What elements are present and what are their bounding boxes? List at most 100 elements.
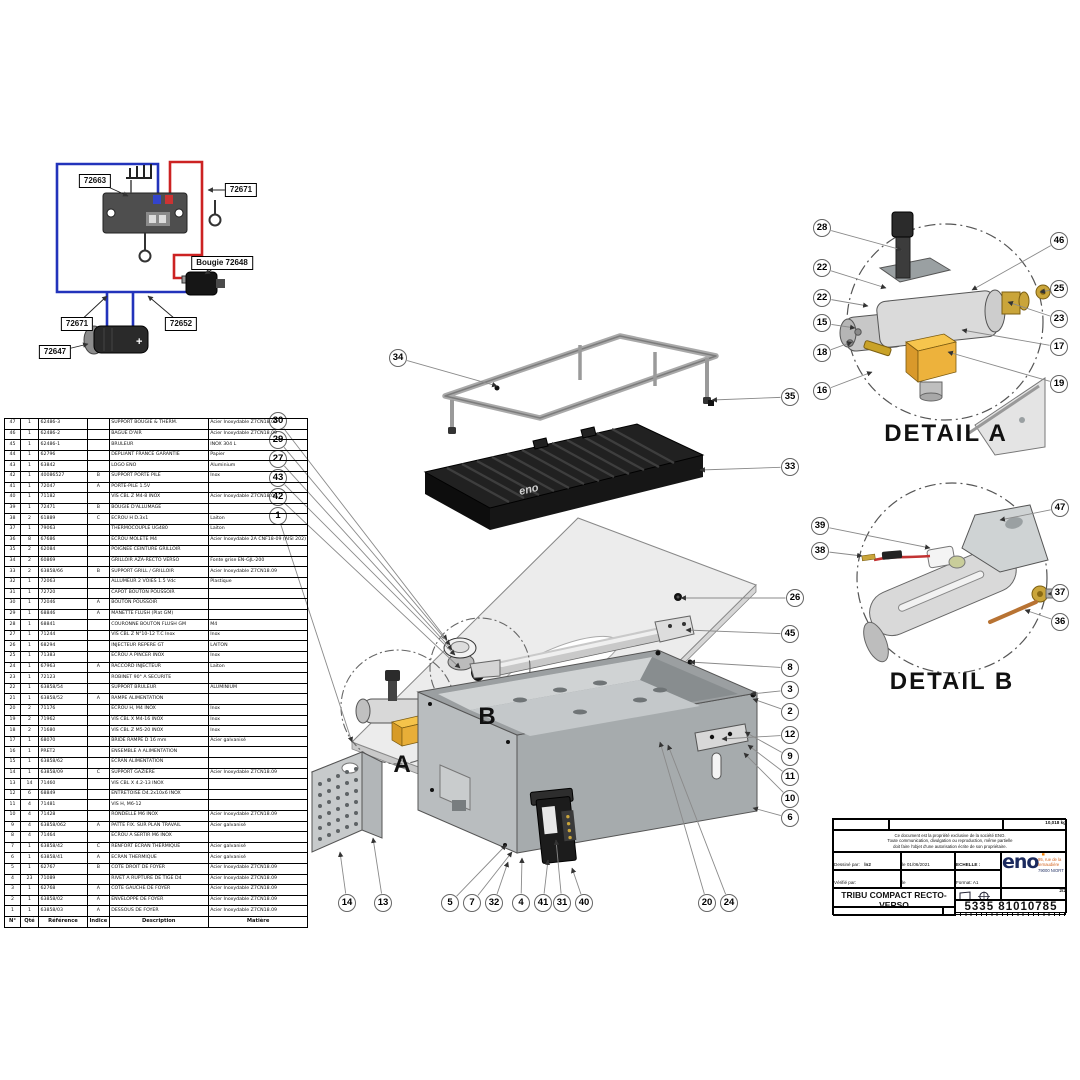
stand-frame — [442, 333, 719, 434]
parts-cell: VIS CBL Z M4-8 INOX — [108, 492, 209, 504]
parts-cell: 4 — [20, 809, 39, 822]
parts-cell: 1 — [20, 470, 39, 483]
parts-cell: Inox — [207, 651, 309, 663]
igniter-module — [529, 787, 577, 864]
parts-cell: GRILLOIR AZA-RECTO VERSO — [108, 555, 209, 568]
parts-cell: 38 — [4, 513, 21, 525]
parts-cell: 1 — [20, 576, 39, 589]
parts-cell: ENVELOPPE DE FOYER — [108, 894, 209, 907]
wiring-label-72647: 72647 — [38, 345, 72, 359]
parts-cell: A — [87, 894, 110, 907]
parts-cell — [207, 598, 309, 610]
parts-cell: 23 — [4, 672, 21, 684]
detail-a-caption: DETAIL A — [884, 420, 1008, 447]
parts-cell: BRIDE RAMPE D 16 mm — [108, 735, 209, 748]
parts-cell: 26 — [4, 640, 21, 653]
parts-cell: 24 — [4, 661, 21, 674]
parts-cell — [87, 651, 110, 663]
parts-cell: COTE DROIT DE FOYER — [108, 862, 209, 875]
callout-16: 16 — [813, 382, 831, 400]
parts-cell: 6 — [20, 788, 39, 801]
parts-cell: Acier Inoxydable 2A CNF18-09 (AISI 202) — [207, 534, 309, 547]
parts-cell: 2 — [20, 545, 39, 557]
parts-cell — [207, 502, 309, 515]
parts-cell: INOX 304 L — [207, 439, 309, 451]
parts-cell: 1 — [20, 523, 39, 536]
parts-cell: ENSEMBLE A ALIMENTATION — [108, 746, 209, 758]
parts-cell: 1 — [20, 841, 39, 854]
callout-17: 17 — [1050, 338, 1068, 356]
parts-cell: 60869 — [38, 555, 88, 568]
parts-cell: Acier galvanisé — [207, 841, 309, 854]
parts-cell: CAPOT BOUTON POUSSOIR — [108, 587, 209, 600]
parts-cell — [87, 788, 110, 801]
parts-cell — [207, 545, 309, 557]
callout-14: 14 — [338, 894, 356, 912]
parts-cell — [87, 428, 110, 441]
parts-cell: 2 — [20, 513, 39, 525]
callout-10: 10 — [781, 790, 799, 808]
parts-cell: A — [87, 852, 110, 864]
callout-15: 15 — [813, 314, 831, 332]
parts-cell: PRET2 — [38, 746, 88, 758]
parts-cell: 4 — [20, 820, 39, 833]
parts-cell: VIS H, M6-12 — [108, 799, 209, 811]
parts-cell: 1 — [20, 492, 39, 504]
parts-cell: 47 — [4, 418, 21, 430]
drawn-date: le 01/06/2021 — [902, 862, 930, 867]
callout-32: 32 — [485, 894, 503, 912]
parts-cell: 14 — [20, 778, 39, 790]
parts-cell: SUPPORT BOUGIE & THERM. — [108, 418, 209, 430]
parts-cell: VIS CBL Z M5-20 INOX — [108, 725, 209, 737]
parts-header-cell: N° — [4, 915, 21, 928]
parts-cell: 63858/03 — [38, 905, 88, 917]
callout-6: 6 — [781, 809, 799, 827]
ruler-ticks — [955, 913, 1067, 916]
company-address: 95, rue de la ternaudière 79000 NIORT — [1038, 857, 1064, 873]
parts-cell: ECROU A SERTIR M6 INOX — [108, 831, 209, 843]
parts-cell — [87, 809, 110, 822]
scale-label: ECHELLE : — [956, 862, 981, 867]
parts-cell: 63858/42 — [38, 841, 88, 854]
parts-cell: A — [87, 661, 110, 674]
parts-cell: 63858/09 — [38, 767, 88, 780]
parts-cell: 63858/52 — [38, 693, 88, 706]
callout-26: 26 — [786, 589, 804, 607]
parts-cell: 13 — [4, 778, 21, 790]
parts-cell: 40 — [4, 492, 21, 504]
parts-cell: 8 — [20, 534, 39, 547]
parts-cell: M4 — [207, 619, 309, 631]
parts-cell: RACCORD INJECTEUR — [108, 661, 209, 674]
callout-35: 35 — [781, 388, 799, 406]
parts-cell: 4 — [20, 831, 39, 843]
parts-cell: 25 — [4, 651, 21, 663]
parts-cell: 9 — [4, 820, 21, 833]
parts-cell: 62486-1 — [38, 439, 88, 451]
parts-cell — [207, 746, 309, 758]
parts-cell: THERMOCOUPLE UG480 — [108, 523, 209, 536]
parts-cell — [87, 873, 110, 886]
parts-cell: 68841 — [38, 619, 88, 631]
drawn-by-value: ln2 — [864, 862, 871, 867]
parts-cell: RONDELLE M6 INOX — [108, 809, 209, 822]
parts-cell: 72047 — [38, 481, 88, 494]
parts-cell: 71428 — [38, 809, 88, 822]
parts-cell: BOUTON POUSSOIR — [108, 598, 209, 610]
parts-cell: Acier Inoxydable Z7CN18.09 — [207, 862, 309, 875]
parts-header-cell: Description — [108, 915, 209, 928]
parts-cell: 4 — [4, 873, 21, 886]
parts-cell: 29 — [4, 608, 21, 621]
parts-cell: A — [87, 608, 110, 621]
parts-cell: PATTE FIX. SUR PLAN TRAVAIL — [108, 820, 209, 833]
